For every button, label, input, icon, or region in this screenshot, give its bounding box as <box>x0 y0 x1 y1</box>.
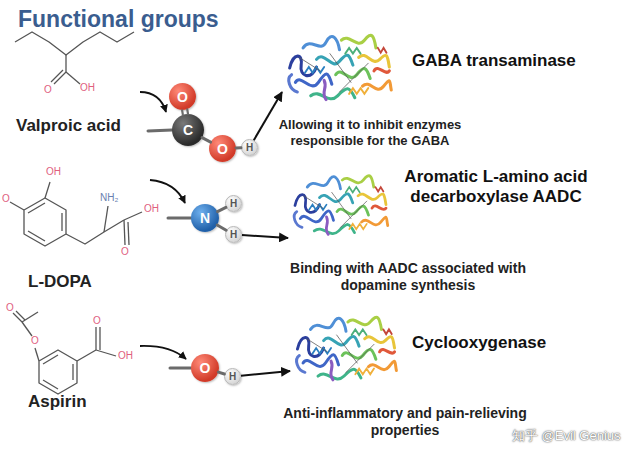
diagram-title: Functional groups <box>18 6 219 34</box>
atom-label: O <box>6 302 14 314</box>
enzyme-box: CyclooxygenaseAnti-inflammatory and pain… <box>290 305 590 395</box>
atom-sphere: C <box>172 114 204 146</box>
enzyme-box: GABA transaminaseAllowing it to inhibit … <box>282 24 582 114</box>
atom-sphere: H <box>241 139 258 156</box>
aspirin-structure <box>13 311 116 394</box>
arrow-line <box>241 371 290 376</box>
drug-name: L-DOPA <box>28 272 92 292</box>
bond-stroke <box>217 207 225 211</box>
atom-sphere: O <box>191 354 219 382</box>
atom-label: O <box>31 335 39 347</box>
bond-line <box>202 138 211 143</box>
enzyme-box: Aromatic L-amino acid decarboxylase AADC… <box>288 163 608 251</box>
atom-symbol: C <box>183 122 193 138</box>
enzyme-name: Aromatic L-amino acid decarboxylase AADC <box>396 167 596 208</box>
watermark: 知乎 @Evil Genius <box>512 428 621 444</box>
atom-label: O <box>44 84 52 96</box>
atom-label: OH <box>144 203 159 215</box>
enzyme-name: Cyclooxygenase <box>412 333 582 353</box>
enzyme-description: Allowing it to inhibit enzymes responsib… <box>252 117 488 148</box>
atom-sphere: H <box>225 226 242 243</box>
atom-symbol: H <box>246 142 253 153</box>
atom-sphere: H <box>224 368 241 385</box>
enzyme-description: Binding with AADC associated with dopami… <box>258 260 558 294</box>
valproic-structure <box>15 32 134 84</box>
bond-stroke <box>202 138 211 143</box>
atom-symbol: O <box>177 89 188 105</box>
bond-line <box>217 225 226 230</box>
atom-symbol: H <box>230 229 237 240</box>
atom-label: OH <box>46 166 61 178</box>
drug-name: Aspirin <box>28 392 87 412</box>
arrow-connector <box>242 235 288 238</box>
atom-sphere: N <box>191 204 219 232</box>
group-bond <box>148 130 191 368</box>
atom-label: OH <box>118 350 133 362</box>
atom-label: O <box>93 315 101 327</box>
atom-symbol: H <box>229 371 236 382</box>
atom-label: O <box>2 193 10 205</box>
bond-line <box>217 207 225 211</box>
atom-sphere: H <box>225 195 242 212</box>
arrow-connector <box>254 92 282 140</box>
bond-stroke <box>217 225 226 230</box>
arrow-line <box>242 235 288 238</box>
atom-label: O <box>121 246 129 258</box>
atom-label: OH <box>80 82 95 94</box>
protein-illustration <box>289 35 397 379</box>
atom-symbol: H <box>230 198 237 209</box>
enzyme-description: Anti-inflammatory and pain-relieving pro… <box>255 405 555 439</box>
ldopa-structure <box>10 182 142 246</box>
enzyme-name: GABA transaminase <box>412 51 602 71</box>
atom-label: NH₂ <box>100 192 118 204</box>
atom-sphere: O <box>169 83 196 110</box>
drug-name: Valproic acid <box>16 116 121 136</box>
atom-symbol: N <box>200 210 210 226</box>
arrow-line <box>254 92 282 140</box>
atom-symbol: O <box>200 360 211 376</box>
arrow-connector <box>241 371 290 376</box>
atom-symbol: O <box>217 141 228 157</box>
atom-sphere: O <box>209 135 236 162</box>
